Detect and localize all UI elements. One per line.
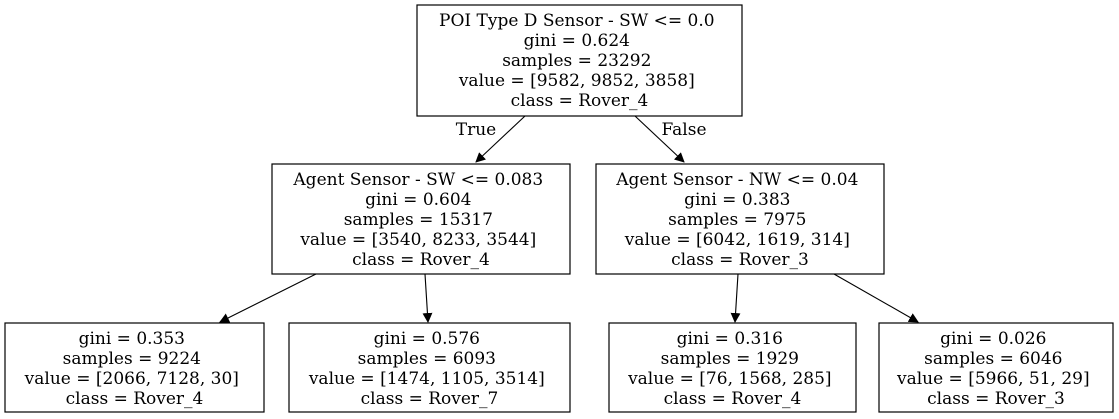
node-left-class: class = Rover_4 [352,250,490,270]
node-root-class: class = Rover_4 [511,91,649,111]
node-leaf-4-gini: gini = 0.026 [940,329,1046,349]
svg-text:gini = 0.353 samples = 9: gini = 0.353 samples = 9224 value = [206… [24,329,245,409]
edge-right-to-leaf4 [833,273,919,323]
node-leaf-1-class: class = Rover_4 [66,389,204,409]
node-leaf-1-samples: samples = 9224 [63,349,201,369]
node-leaf-3-value: value = [76, 1568, 285] [627,369,831,389]
node-left-box [271,163,571,275]
svg-text:Agent Sensor - NW <= 0.04: Agent Sensor - NW <= 0.04 gini = 0.383 s… [615,170,864,270]
node-leaf-2-value: value = [1474, 1105, 3514] [308,369,545,389]
node-leaf-4-class: class = Rover_3 [927,389,1065,409]
node-leaf-1: gini = 0.353 samples = 9224 value = [206… [4,322,265,413]
node-leaf-4: gini = 0.026 samples = 6046 value = [596… [878,322,1114,413]
edge-label-true: True [456,120,496,140]
node-leaf-2-box [288,322,571,413]
edge-left-to-leaf2 [422,273,433,323]
edge-left-to-leaf1 [219,273,317,323]
node-leaf-2-class: class = Rover_7 [361,389,499,409]
node-leaf-4-box [878,322,1114,413]
node-right-gini: gini = 0.383 [684,190,790,210]
svg-text:gini = 0.026 samples = 6: gini = 0.026 samples = 6046 value = [596… [896,329,1095,409]
node-leaf-4-value: value = [5966, 51, 29] [896,369,1090,389]
svg-text:gini = 0.316 samples = 1: gini = 0.316 samples = 1929 value = [76,… [627,329,837,409]
node-right-samples: samples = 7975 [668,210,806,230]
node-leaf-1-box [4,322,265,413]
node-right-split: Agent Sensor - NW <= 0.04 [615,170,858,190]
node-left-samples: samples = 15317 [344,210,493,230]
node-leaf-3-gini: gini = 0.316 [677,329,783,349]
node-leaf-3-class: class = Rover_4 [664,389,802,409]
node-left: Agent Sensor - SW <= 0.083 gini = 0.604 … [271,163,571,275]
node-leaf-4-samples: samples = 6046 [924,349,1062,369]
node-left-gini: gini = 0.604 [365,190,471,210]
svg-text:Agent Sensor - SW <= 0.083: Agent Sensor - SW <= 0.083 gini = 0.604 … [292,170,548,270]
edge-root-to-left [475,115,526,163]
edge-label-false: False [662,120,707,140]
node-leaf-2-samples: samples = 6093 [358,349,496,369]
node-leaf-1-value: value = [2066, 7128, 30] [24,369,239,389]
node-leaf-3-samples: samples = 1929 [661,349,799,369]
node-left-split: Agent Sensor - SW <= 0.083 [292,170,543,190]
node-leaf-3-box [608,322,857,413]
node-leaf-2: gini = 0.576 samples = 6093 value = [147… [288,322,571,413]
node-right-box [595,163,885,275]
node-right: Agent Sensor - NW <= 0.04 gini = 0.383 s… [595,163,885,275]
node-root-split: POI Type D Sensor - SW <= 0.0 [439,11,715,31]
node-leaf-1-gini: gini = 0.353 [79,329,185,349]
node-root-box [416,4,743,117]
node-root-gini: gini = 0.624 [524,31,630,51]
edge-right-to-leaf3 [730,273,741,323]
node-root-value: value = [9582, 9852, 3858] [458,71,695,91]
edge-root-to-right [634,115,685,163]
node-leaf-2-gini: gini = 0.576 [374,329,480,349]
svg-text:POI Type D Sensor - SW <= 0.0: POI Type D Sensor - SW <= 0.0 gini = 0.6… [439,11,720,111]
svg-text:gini = 0.576 samples = 6: gini = 0.576 samples = 6093 value = [147… [308,329,550,409]
node-left-value: value = [3540, 8233, 3544] [299,230,536,250]
node-root: POI Type D Sensor - SW <= 0.0 gini = 0.6… [416,4,743,117]
node-root-samples: samples = 23292 [502,51,651,71]
edges: True False [219,115,919,323]
node-right-class: class = Rover_3 [671,250,809,270]
node-right-value: value = [6042, 1619, 314] [624,230,850,250]
node-leaf-3: gini = 0.316 samples = 1929 value = [76,… [608,322,857,413]
